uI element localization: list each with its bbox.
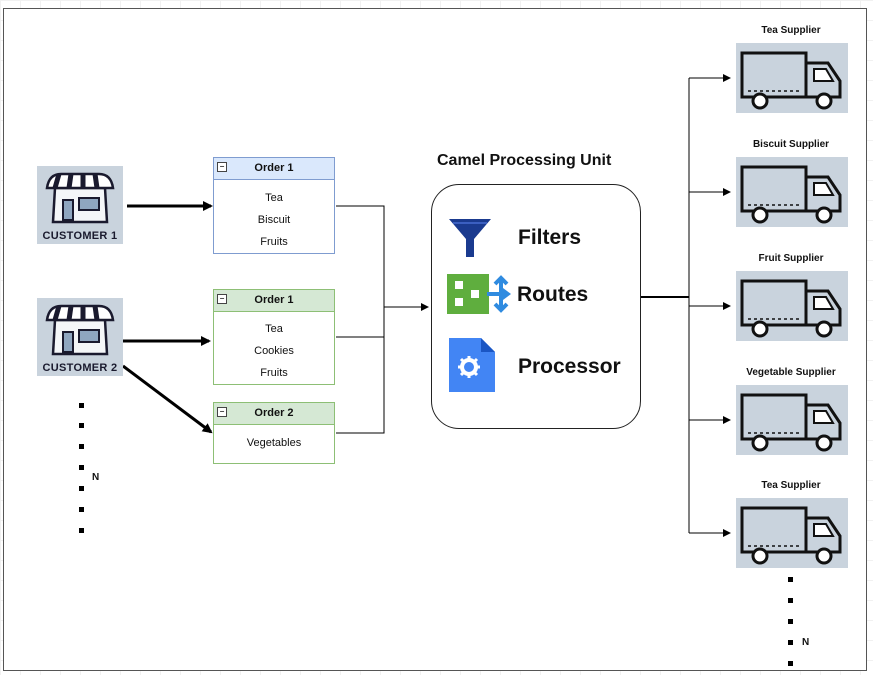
routes-icon [447, 274, 511, 314]
order-title: Order 1 [254, 162, 294, 174]
order-header: − Order 1 [214, 158, 334, 180]
supplier-truck-2[interactable] [736, 157, 848, 227]
processor-gear-icon [449, 338, 495, 392]
truck-icon [740, 51, 842, 110]
storefront-icon [45, 172, 115, 224]
truck-icon [740, 165, 842, 224]
supplier-truck-3[interactable] [736, 271, 848, 341]
supplier-truck-5[interactable] [736, 498, 848, 568]
collapse-icon[interactable]: − [217, 294, 227, 304]
order-card[interactable]: − Order 1 Tea Cookies Fruits [213, 289, 335, 385]
order-item: Cookies [254, 345, 294, 357]
ellipsis-dot [788, 640, 793, 645]
truck-icon [740, 506, 842, 565]
ellipsis-dot [79, 528, 84, 533]
order-item: Fruits [260, 367, 288, 379]
collapse-icon[interactable]: − [217, 407, 227, 417]
arrow-customer2-order2 [122, 364, 213, 434]
ellipsis-dot [788, 598, 793, 603]
ellipsis-dot [788, 661, 793, 666]
wire-order-a [336, 205, 385, 434]
funnel-icon [449, 219, 491, 257]
processing-unit-title: Camel Processing Unit [437, 152, 612, 169]
customer-label: CUSTOMER 1 [42, 230, 118, 242]
order-item: Tea [265, 323, 283, 335]
truck-icon [740, 279, 842, 338]
collapse-icon[interactable]: − [217, 162, 227, 172]
ellipsis-dot [79, 403, 84, 408]
customer-2[interactable]: CUSTOMER 2 [37, 298, 123, 376]
supplier-label: Tea Supplier [761, 480, 821, 491]
truck-icon [740, 393, 842, 452]
order-title: Order 1 [254, 294, 294, 306]
ellipsis-dot [79, 423, 84, 428]
supplier-label: Vegetable Supplier [746, 367, 836, 378]
order-header: − Order 2 [214, 403, 334, 425]
customer-1[interactable]: CUSTOMER 1 [37, 166, 123, 244]
order-item: Biscuit [257, 214, 291, 226]
ellipsis-dot [79, 507, 84, 512]
storefront-icon [45, 304, 115, 356]
feature-routes-label: Routes [517, 283, 589, 306]
order-header: − Order 1 [214, 290, 334, 312]
feature-processor-label: Processor [518, 355, 621, 378]
order-card[interactable]: − Order 1 Tea Biscuit Fruits [213, 157, 335, 254]
order-title: Order 2 [254, 407, 294, 419]
supplier-label: Tea Supplier [761, 25, 821, 36]
order-item: Fruits [260, 236, 288, 248]
order-item: Vegetables [246, 437, 302, 449]
order-card[interactable]: − Order 2 Vegetables [213, 402, 335, 464]
ellipsis-dot [79, 486, 84, 491]
ellipsis-dot [788, 619, 793, 624]
ellipsis-dot [79, 465, 84, 470]
supplier-truck-4[interactable] [736, 385, 848, 455]
supplier-label: Fruit Supplier [758, 253, 824, 264]
feature-filters-label: Filters [518, 226, 582, 249]
customer-label: CUSTOMER 2 [42, 362, 118, 374]
order-item: Tea [265, 192, 283, 204]
ellipsis-dot [788, 577, 793, 582]
ellipsis-dot [79, 444, 84, 449]
supplier-truck-1[interactable] [736, 43, 848, 113]
supplier-ellipsis-label: N [802, 637, 810, 648]
supplier-label: Biscuit Supplier [752, 139, 830, 150]
customer-ellipsis-label: N [92, 472, 100, 483]
